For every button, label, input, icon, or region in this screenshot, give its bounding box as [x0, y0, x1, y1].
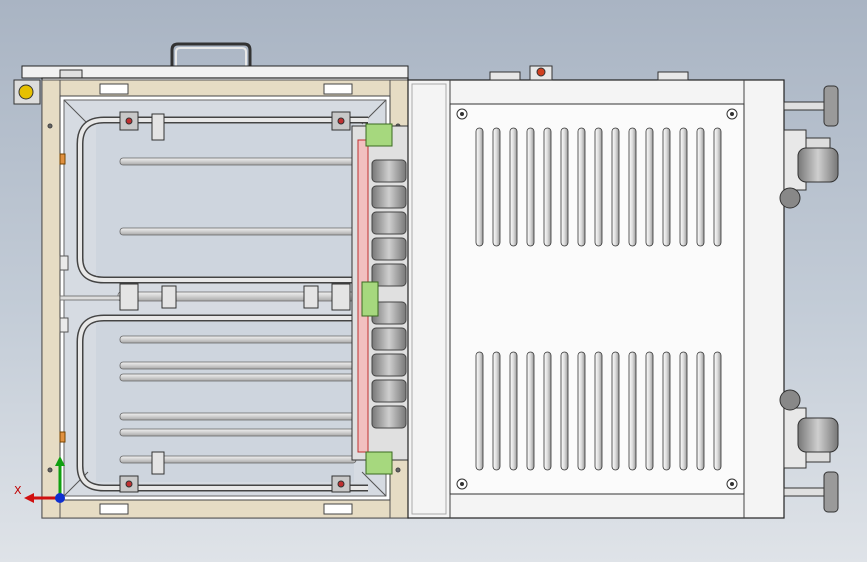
coordinate-triad: [24, 456, 65, 503]
vent-slot: [526, 351, 535, 471]
upper-tube-loop[interactable]: [76, 116, 368, 284]
vent-slot: [526, 127, 535, 247]
rod: [119, 373, 357, 382]
caster-upper[interactable]: [779, 129, 839, 209]
heater-rods[interactable]: [59, 157, 357, 464]
side-tabs: [59, 255, 69, 333]
latch-knob-icon[interactable]: [18, 84, 34, 100]
carry-handle[interactable]: [170, 42, 252, 66]
vent-slot: [662, 127, 671, 247]
vent-slot: [611, 351, 620, 471]
vent-slots-upper: [475, 127, 722, 247]
vent-slot: [628, 351, 637, 471]
vent-slot: [577, 351, 586, 471]
vent-slot: [713, 351, 722, 471]
triad-x-label: X: [14, 484, 22, 497]
vent-slot: [577, 127, 586, 247]
vent-slot: [560, 127, 569, 247]
shaft-clamps: [119, 113, 351, 475]
vent-slot: [594, 127, 603, 247]
vent-slot: [696, 351, 705, 471]
vent-slot: [509, 127, 518, 247]
side-markers: [59, 153, 66, 443]
rod: [119, 412, 357, 421]
panel-screws: [456, 108, 738, 490]
vent-slot: [594, 351, 603, 471]
rod: [119, 157, 357, 166]
lower-tube-loop[interactable]: [76, 314, 368, 492]
vent-slot: [611, 127, 620, 247]
center-shaft: [117, 291, 355, 302]
top-connectors[interactable]: [489, 65, 689, 81]
vent-slot: [679, 351, 688, 471]
vent-slot: [475, 351, 484, 471]
hinge-block: [59, 69, 83, 79]
roller-stack[interactable]: [351, 123, 409, 475]
caster-lower[interactable]: [779, 389, 839, 469]
vent-slot: [543, 351, 552, 471]
rod: [119, 428, 357, 437]
bearing-blocks: [119, 111, 351, 493]
vent-slot: [679, 127, 688, 247]
rod: [119, 361, 357, 370]
vent-slot: [696, 127, 705, 247]
vent-slot: [492, 127, 501, 247]
vent-slot: [645, 127, 654, 247]
vent-slots-lower: [475, 351, 722, 471]
vent-slot: [492, 351, 501, 471]
vent-slot: [475, 127, 484, 247]
vent-slot: [543, 127, 552, 247]
rod: [119, 335, 357, 344]
rod: [119, 227, 357, 236]
vent-slot: [713, 127, 722, 247]
vent-slot: [560, 351, 569, 471]
leveling-foot-upper[interactable]: [783, 85, 839, 127]
vent-slot: [628, 127, 637, 247]
vent-slot: [509, 351, 518, 471]
center-shaft: [59, 295, 121, 301]
vent-slot: [662, 351, 671, 471]
vent-slot: [645, 351, 654, 471]
leveling-foot-lower[interactable]: [783, 471, 839, 513]
